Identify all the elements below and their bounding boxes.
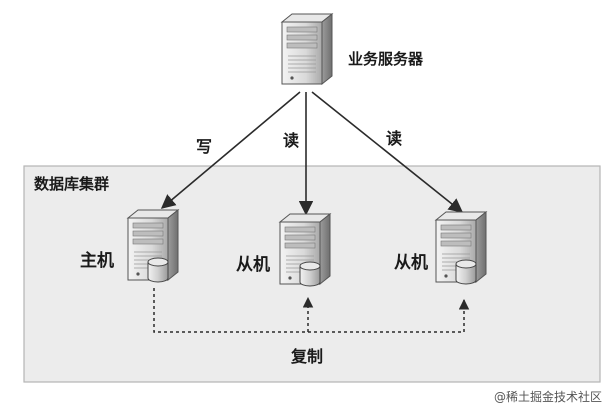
slave-2-label: 从机: [394, 253, 428, 273]
slave-1-label: 从机: [236, 255, 270, 275]
write-label: 写: [196, 137, 213, 156]
read-label-2: 读: [386, 129, 403, 148]
replication-path: [153, 288, 470, 333]
master-database-icon: [147, 257, 169, 283]
business-server-label: 业务服务器: [348, 50, 424, 68]
slave-database-1-icon: [299, 261, 321, 287]
replication-label: 复制: [291, 347, 324, 366]
cluster-label: 数据库集群: [34, 175, 110, 193]
business-server-icon: [281, 13, 333, 85]
master-label: 主机: [80, 251, 114, 271]
read-arrow-2: [311, 91, 464, 213]
slave-database-2-icon: [455, 259, 477, 285]
read-label-1: 读: [283, 131, 300, 150]
write-arrow: [160, 91, 301, 209]
watermark-text: @稀土掘金技术社区: [494, 390, 603, 404]
